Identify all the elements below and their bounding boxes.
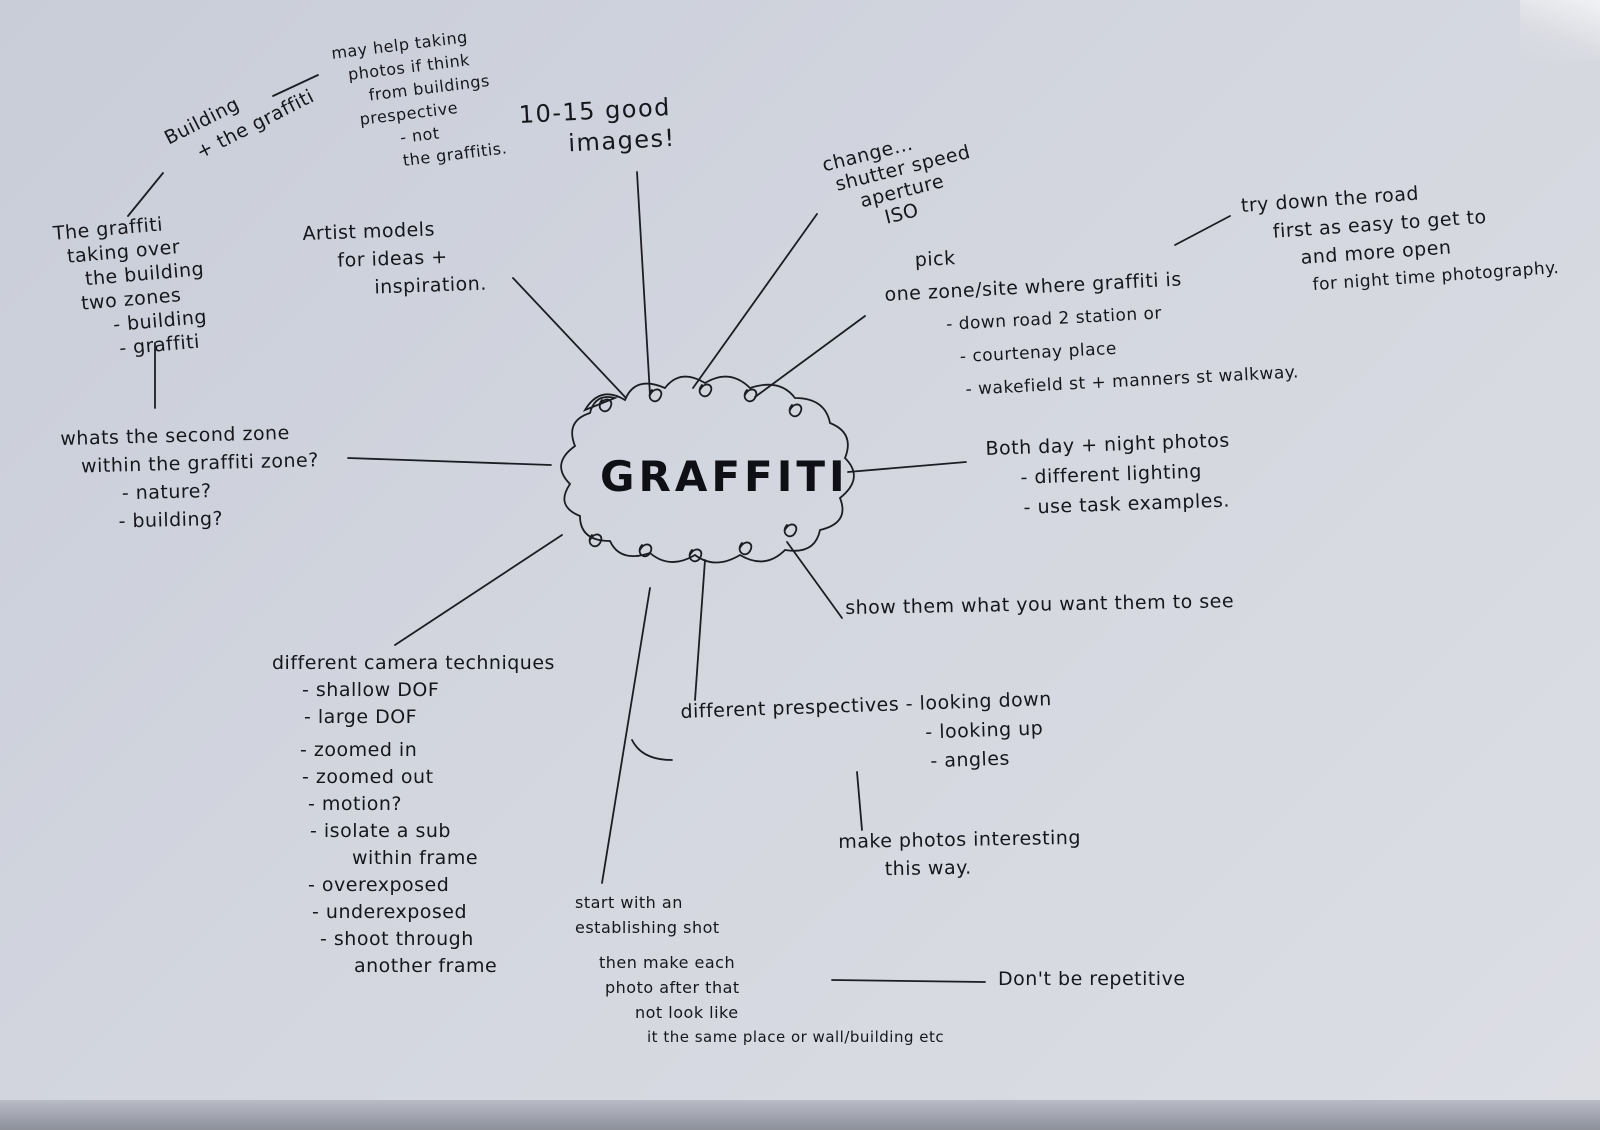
note-photos-perspective: may help taking photos if think from bui… bbox=[330, 22, 508, 179]
center-cloud bbox=[560, 375, 855, 564]
note-line: photo after that bbox=[605, 978, 740, 997]
note-line: it the same place or wall/building etc bbox=[647, 1028, 945, 1046]
note-good-images: 10-15 good images! bbox=[518, 92, 676, 162]
note-graffiti-taking-over: The graffiti taking over the building tw… bbox=[52, 209, 211, 365]
note-repetitive: Don't be repetitive bbox=[998, 966, 1186, 993]
note-line: - overexposed bbox=[308, 874, 450, 896]
note-line: establishing shot bbox=[575, 918, 720, 937]
note-pick-site: pick one zone/site where graffiti is - d… bbox=[882, 225, 1300, 411]
note-line: - zoomed out bbox=[302, 766, 434, 788]
note-line: Don't be repetitive bbox=[998, 968, 1186, 990]
note-line: start with an bbox=[575, 893, 683, 912]
note-line: different camera techniques bbox=[272, 652, 555, 674]
paper-corner bbox=[1520, 0, 1600, 60]
note-line: - zoomed in bbox=[300, 739, 418, 761]
note-line: not look like bbox=[635, 1003, 739, 1022]
note-line: make photos interesting bbox=[838, 826, 1082, 853]
note-establishing: start with an establishing shot then mak… bbox=[575, 890, 944, 1050]
note-camera-techniques: different camera techniques - shallow DO… bbox=[272, 650, 555, 980]
note-line: - shoot through bbox=[320, 928, 474, 950]
central-topic-title: GRAFFITI bbox=[600, 452, 849, 501]
note-line: another frame bbox=[354, 955, 498, 977]
note-second-zone: whats the second zone within the graffit… bbox=[60, 418, 321, 537]
note-perspectives: different prespectives - looking down - … bbox=[680, 685, 1054, 785]
note-interesting: make photos interesting this way. bbox=[838, 824, 1082, 884]
note-line: - motion? bbox=[308, 793, 403, 815]
note-line: - shallow DOF bbox=[302, 679, 440, 701]
note-day-night: Both day + night photos - different ligh… bbox=[985, 425, 1232, 523]
note-line: - large DOF bbox=[304, 706, 418, 728]
note-line: then make each bbox=[599, 953, 736, 972]
note-line: - isolate a sub bbox=[310, 820, 451, 842]
note-line: within frame bbox=[352, 847, 479, 869]
note-line: - underexposed bbox=[312, 901, 468, 923]
note-line: this way. bbox=[884, 856, 972, 881]
paper-bottom-edge bbox=[0, 1100, 1600, 1130]
note-artist-models: Artist models for ideas + inspiration. bbox=[302, 214, 487, 304]
